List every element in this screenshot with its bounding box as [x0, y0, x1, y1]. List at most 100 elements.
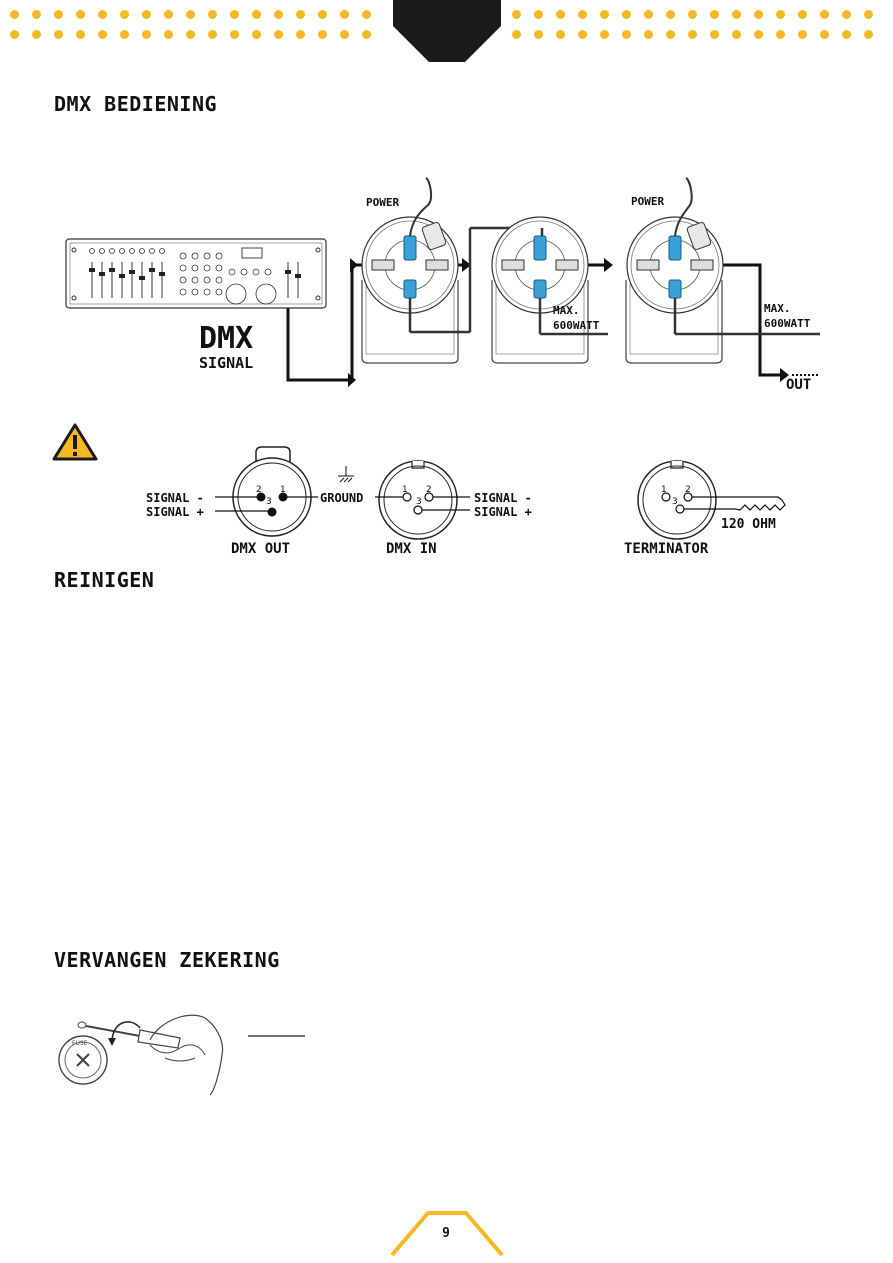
decor-dot — [798, 30, 807, 39]
decor-dot — [710, 30, 719, 39]
fixture-3 — [625, 177, 820, 364]
fixture-2 — [491, 216, 608, 364]
decor-dot — [644, 10, 653, 19]
section-title-dmx: DMX BEDIENING — [54, 92, 218, 116]
signal-minus-left: SIGNAL - — [146, 491, 204, 505]
decor-dot — [164, 10, 173, 19]
decor-dot — [252, 30, 261, 39]
decor-dot — [98, 10, 107, 19]
decor-dot — [76, 30, 85, 39]
page-number: 9 — [442, 1226, 450, 1241]
dmx-chain-diagram: DMX SIGNAL POWER — [65, 177, 820, 393]
xlr-pinout-diagram: 2 1 3 SIGNAL - SIGNAL + GROUND DMX OUT 1… — [146, 446, 786, 557]
decor-dot — [76, 10, 85, 19]
decor-dot — [120, 10, 129, 19]
dmx-controller — [65, 238, 327, 309]
decor-dot — [142, 30, 151, 39]
max-label-2: MAX. — [764, 302, 791, 315]
watt-label-2: 600WATT — [764, 317, 811, 330]
hand-icon — [149, 1014, 224, 1096]
decor-dot — [230, 30, 239, 39]
header-tab — [393, 0, 501, 62]
decor-dot — [710, 10, 719, 19]
max-label-1: MAX. — [553, 304, 580, 317]
decor-dot — [32, 10, 41, 19]
decor-dot — [186, 10, 195, 19]
terminator-connector — [637, 460, 786, 540]
decor-dot — [820, 10, 829, 19]
rotate-arrow-icon — [111, 1021, 141, 1043]
decor-dot — [362, 30, 371, 39]
fixture-1 — [361, 177, 542, 364]
fuse-icon-label: FUSE — [72, 1040, 88, 1047]
decor-dot — [362, 10, 371, 19]
decor-dot — [798, 10, 807, 19]
section-title-cleaning: REINIGEN — [54, 568, 155, 592]
decor-dot — [666, 10, 675, 19]
decor-dot — [98, 30, 107, 39]
out-pin-1: 1 — [280, 485, 286, 495]
decor-dot — [578, 30, 587, 39]
decor-dot — [754, 30, 763, 39]
decor-dot — [578, 10, 587, 19]
dmx-out-connector — [232, 446, 312, 537]
term-pin-2: 2 — [685, 485, 691, 495]
out-pin-3: 3 — [266, 497, 272, 507]
decor-dot — [512, 30, 521, 39]
decor-dot — [600, 30, 609, 39]
decor-dot — [644, 30, 653, 39]
watt-label-1: 600WATT — [553, 319, 600, 332]
power-label-2: POWER — [631, 195, 664, 208]
decor-dot — [120, 30, 129, 39]
decor-dot — [10, 30, 19, 39]
footer-tab — [390, 1211, 504, 1257]
decor-dot — [208, 30, 217, 39]
screwdriver-icon — [77, 1021, 181, 1049]
decor-dot — [732, 30, 741, 39]
decor-dot — [230, 10, 239, 19]
in-pin-2: 2 — [426, 485, 432, 495]
dmx-in-connector — [378, 460, 458, 540]
in-pin-3: 3 — [416, 497, 422, 507]
signal-minus-right: SIGNAL - — [474, 491, 532, 505]
decor-dot — [534, 10, 543, 19]
decor-dot — [318, 10, 327, 19]
decor-dot — [842, 30, 851, 39]
dmx-out-label: DMX OUT — [231, 541, 290, 557]
decor-dot — [842, 10, 851, 19]
out-label: OUT — [786, 377, 811, 393]
decor-dot — [164, 30, 173, 39]
decor-dot — [688, 30, 697, 39]
decor-dot — [864, 10, 873, 19]
decor-dot — [54, 10, 63, 19]
dmx-big-label: DMX — [199, 321, 253, 356]
decor-dot — [10, 10, 19, 19]
decor-dot — [666, 30, 675, 39]
warning-icon — [52, 423, 98, 461]
fuse-replacement-illustration: FUSE — [58, 1014, 305, 1096]
decor-dot — [600, 10, 609, 19]
decor-dot — [776, 10, 785, 19]
decor-dot — [274, 30, 283, 39]
decor-dot — [54, 30, 63, 39]
decor-dot — [296, 30, 305, 39]
ohm-label: 120 OHM — [721, 517, 776, 532]
term-pin-3: 3 — [672, 497, 678, 507]
decor-dot — [754, 10, 763, 19]
decor-dot — [534, 30, 543, 39]
ground-label: GROUND — [320, 491, 363, 505]
decor-dot — [776, 30, 785, 39]
decor-dot — [622, 10, 631, 19]
in-pin-1: 1 — [402, 485, 408, 495]
power-label-1: POWER — [366, 196, 399, 209]
decor-dot — [186, 30, 195, 39]
signal-label: SIGNAL — [199, 354, 253, 372]
decor-dot — [556, 10, 565, 19]
decor-dot — [340, 10, 349, 19]
decor-dot — [296, 10, 305, 19]
decor-dot — [208, 10, 217, 19]
decor-dot — [732, 10, 741, 19]
dmx-in-label: DMX IN — [386, 541, 437, 557]
decor-dot — [688, 10, 697, 19]
section-title-fuse: VERVANGEN ZEKERING — [54, 948, 280, 972]
